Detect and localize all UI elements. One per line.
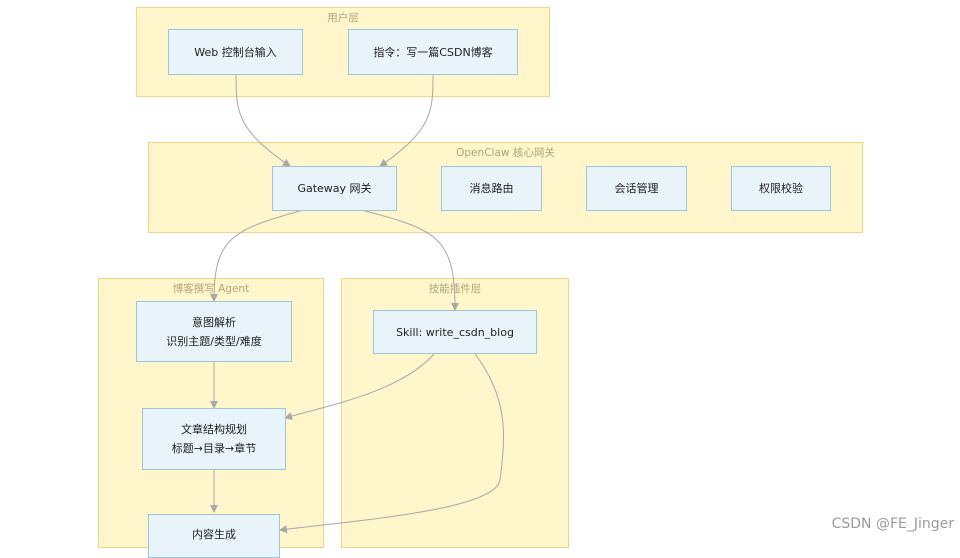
node-label: 权限校验 xyxy=(759,182,803,195)
node-web-console-input[interactable]: Web 控制台输入 xyxy=(168,29,303,75)
cluster-title-core-gateway: OpenClaw 核心网关 xyxy=(456,147,555,159)
node-detail: 识别主题/类型/难度 xyxy=(166,334,262,348)
node-label: Gateway 网关 xyxy=(297,182,372,195)
node-title: 意图解析 xyxy=(192,315,236,329)
cluster-title-user-layer: 用户层 xyxy=(327,12,359,24)
node-gateway[interactable]: Gateway 网关 xyxy=(272,166,397,211)
node-label: Web 控制台输入 xyxy=(194,45,277,59)
node-label: 指令：写一篇CSDN博客 xyxy=(373,45,493,59)
node-title: 文章结构规划 xyxy=(181,423,247,436)
node-instruction[interactable]: 指令：写一篇CSDN博客 xyxy=(348,29,518,75)
node-label: 内容生成 xyxy=(192,528,236,541)
node-message-routing[interactable]: 消息路由 xyxy=(441,166,542,211)
watermark: CSDN @FE_Jinger xyxy=(831,516,954,532)
node-session-management[interactable]: 会话管理 xyxy=(586,166,687,211)
node-permission-check[interactable]: 权限校验 xyxy=(731,166,831,211)
cluster-title-blog-agent: 博客撰写 Agent xyxy=(172,283,250,295)
node-intent-parsing[interactable]: 意图解析 识别主题/类型/难度 xyxy=(136,301,292,362)
cluster-title-skill-plugin: 技能插件层 xyxy=(428,283,482,295)
node-label: Skill: write_csdn_blog xyxy=(396,325,514,339)
node-skill-write-csdn-blog[interactable]: Skill: write_csdn_blog xyxy=(373,310,537,354)
node-label: 会话管理 xyxy=(614,182,659,195)
node-detail: 标题→目录→章节 xyxy=(171,442,257,455)
node-structure-planning[interactable]: 文章结构规划 标题→目录→章节 xyxy=(142,408,286,470)
node-label: 消息路由 xyxy=(469,182,514,195)
node-content-generation[interactable]: 内容生成 xyxy=(148,514,280,558)
